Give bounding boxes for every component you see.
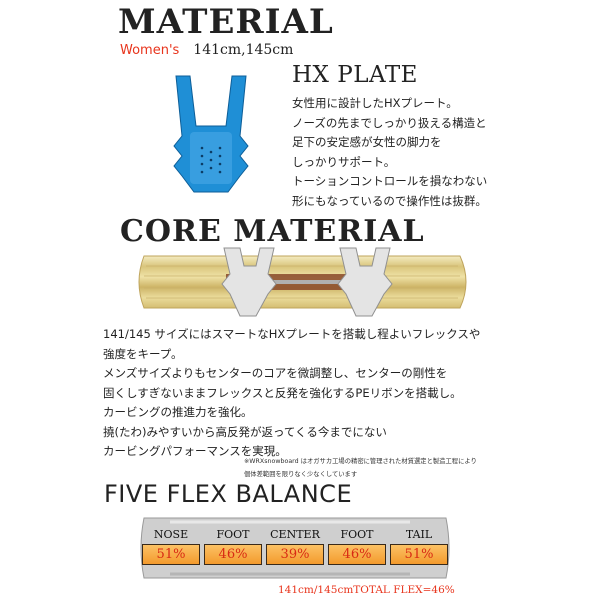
total-flex: 141cm/145cmTOTAL FLEX=46%: [278, 584, 455, 596]
five-flex-balance-title: FIVE FLEX BALANCE: [104, 480, 353, 508]
hx-plate-title: HX PLATE: [292, 62, 418, 88]
material-title: MATERIAL: [118, 2, 334, 42]
core-material-description: 141/145 サイズにはスマートなHXプレートを搭載し程よいフレックスや 強度…: [103, 327, 481, 458]
flex-value-row: 51% 46% 39% 46% 51%: [140, 544, 450, 565]
core-material-title: CORE MATERIAL: [120, 214, 425, 249]
flex-balance-table: NOSE FOOT STEP CENTER FOOT STEP TAIL 51%…: [140, 527, 450, 565]
flex-header-foot-step-front: FOOT STEP: [216, 528, 250, 557]
flex-value-tail: 51%: [390, 544, 448, 565]
flex-value-foot-step-rear: 46%: [328, 544, 386, 565]
flex-value-center: 39%: [266, 544, 324, 565]
flex-header-row: NOSE FOOT STEP CENTER FOOT STEP TAIL: [140, 527, 450, 557]
womens-label: Women's: [120, 43, 180, 58]
flex-header-center: CENTER: [270, 528, 320, 541]
flex-value-nose: 51%: [142, 544, 200, 565]
flex-header-nose: NOSE: [153, 528, 189, 541]
board-sizes: 141cm,145cm: [193, 42, 294, 58]
hx-plate-image: [173, 75, 249, 193]
model-size-line: Women's 141cm,145cm: [120, 42, 293, 58]
flex-header-tail: TAIL: [405, 528, 433, 541]
hx-plate-description: 女性用に設計したHXプレート。 ノーズの先までしっかり扱える構造と 足下の安定感…: [292, 96, 488, 208]
manufacturing-note: ※WRXsnowboard はオガサカ工場の精密に管理された材質選定と製造工程に…: [244, 458, 477, 478]
flex-header-foot-step-rear: FOOT STEP: [340, 528, 374, 557]
core-material-image: [138, 247, 467, 317]
flex-value-foot-step-front: 46%: [204, 544, 262, 565]
